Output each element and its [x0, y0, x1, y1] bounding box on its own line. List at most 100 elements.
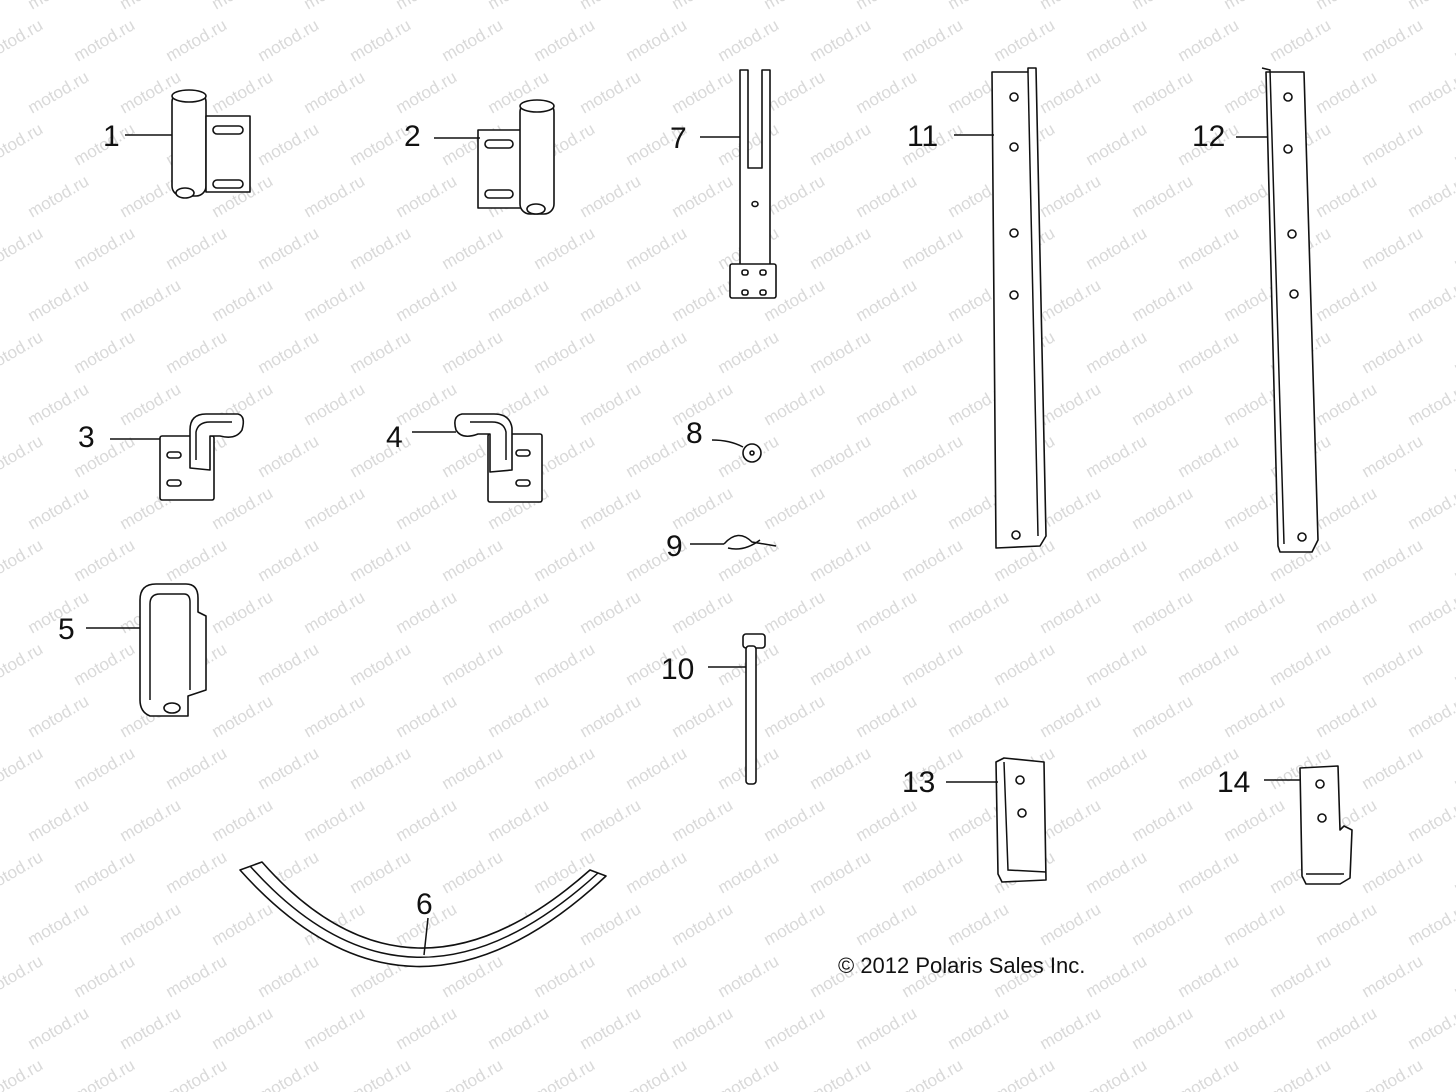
callout-5: 5 — [58, 613, 75, 646]
watermark-text: motod.ru — [1221, 587, 1289, 637]
watermark-text: motod.ru — [347, 223, 415, 273]
watermark-text: motod.ru — [577, 275, 645, 325]
watermark-text: motod.ru — [1313, 691, 1381, 741]
watermark-text: motod.ru — [255, 743, 323, 793]
watermark-text: motod.ru — [577, 0, 645, 13]
watermark-text: motod.ru — [1405, 275, 1456, 325]
watermark-text: motod.ru — [1037, 1003, 1105, 1053]
watermark-text: motod.ru — [301, 483, 369, 533]
watermark-text: motod.ru — [577, 67, 645, 117]
watermark-text: motod.ru — [1175, 431, 1243, 481]
watermark-text: motod.ru — [807, 431, 875, 481]
watermark-text: motod.ru — [1359, 223, 1427, 273]
watermark-text: motod.ru — [209, 899, 277, 949]
watermark-text: motod.ru — [1359, 847, 1427, 897]
watermark-text: motod.ru — [25, 275, 93, 325]
watermark-text: motod.ru — [1313, 899, 1381, 949]
part-5-bracket — [86, 583, 207, 717]
watermark-text: motod.ru — [439, 847, 507, 897]
watermark-text: motod.ru — [209, 1003, 277, 1053]
watermark-text: motod.ru — [899, 327, 967, 377]
watermark-text: motod.ru — [853, 483, 921, 533]
watermark-text: motod.ru — [577, 483, 645, 533]
watermark-text: motod.ru — [761, 1003, 829, 1053]
watermark-text: motod.ru — [71, 223, 139, 273]
watermark-text: motod.ru — [1037, 795, 1105, 845]
watermark-text: motod.ru — [1359, 327, 1427, 377]
callout-6: 6 — [416, 888, 433, 921]
watermark-text: motod.ru — [0, 223, 46, 273]
watermark-text: motod.ru — [623, 223, 691, 273]
watermark-text: motod.ru — [1451, 223, 1456, 273]
watermark-text: motod.ru — [1359, 15, 1427, 65]
watermark-text: motod.ru — [623, 15, 691, 65]
watermark-text: motod.ru — [669, 587, 737, 637]
watermark-text: motod.ru — [1083, 639, 1151, 689]
watermark-text: motod.ru — [25, 1003, 93, 1053]
watermark-text: motod.ru — [1037, 483, 1105, 533]
watermark-text: motod.ru — [669, 691, 737, 741]
watermark-text: motod.ru — [209, 691, 277, 741]
part-8-washer — [711, 439, 762, 463]
watermark-text: motod.ru — [1175, 535, 1243, 585]
watermark-text: motod.ru — [669, 1003, 737, 1053]
watermark-text: motod.ru — [1037, 587, 1105, 637]
watermark-text: motod.ru — [0, 431, 46, 481]
watermark-text: motod.ru — [853, 1003, 921, 1053]
watermark-text: motod.ru — [485, 275, 553, 325]
watermark-text: motod.ru — [531, 15, 599, 65]
watermark-text: motod.ru — [485, 691, 553, 741]
watermark-text: motod.ru — [0, 847, 46, 897]
watermark-text: motod.ru — [1451, 327, 1456, 377]
watermark-text: motod.ru — [25, 795, 93, 845]
watermark-text: motod.ru — [1405, 483, 1456, 533]
watermark-text: motod.ru — [301, 275, 369, 325]
watermark-text: motod.ru — [485, 0, 553, 13]
watermark-text: motod.ru — [1267, 639, 1335, 689]
watermark-text: motod.ru — [1083, 15, 1151, 65]
watermark-text: motod.ru — [899, 535, 967, 585]
watermark-text: motod.ru — [71, 951, 139, 1001]
watermark-text: motod.ru — [899, 431, 967, 481]
watermark-text: motod.ru — [1083, 1055, 1151, 1092]
watermark-text: motod.ru — [255, 639, 323, 689]
watermark-text: motod.ru — [531, 639, 599, 689]
watermark-text: motod.ru — [1175, 15, 1243, 65]
watermark-text: motod.ru — [71, 15, 139, 65]
watermark-text: motod.ru — [347, 847, 415, 897]
watermark-text: motod.ru — [1175, 223, 1243, 273]
watermark-text: motod.ru — [393, 67, 461, 117]
watermark-text: motod.ru — [807, 223, 875, 273]
watermark-text: motod.ru — [71, 327, 139, 377]
watermark-text: motod.ru — [1083, 327, 1151, 377]
watermark-text: motod.ru — [715, 15, 783, 65]
watermark-text: motod.ru — [25, 0, 93, 13]
watermark-text: motod.ru — [71, 535, 139, 585]
callout-11: 11 — [907, 120, 938, 153]
watermark-text: motod.ru — [255, 223, 323, 273]
watermark-text: motod.ru — [807, 327, 875, 377]
watermark-text: motod.ru — [1221, 0, 1289, 13]
watermark-text: motod.ru — [623, 327, 691, 377]
watermark-text: motod.ru — [1221, 795, 1289, 845]
callout-10: 10 — [661, 653, 694, 686]
watermark-text: motod.ru — [301, 795, 369, 845]
watermark-text: motod.ru — [255, 951, 323, 1001]
watermark-text: motod.ru — [209, 483, 277, 533]
watermark-text: motod.ru — [1359, 119, 1427, 169]
watermark-text: motod.ru — [1037, 899, 1105, 949]
watermark-text: motod.ru — [209, 0, 277, 13]
watermark-text: motod.ru — [393, 691, 461, 741]
watermark-text: motod.ru — [1451, 847, 1456, 897]
watermark-text: motod.ru — [1037, 0, 1105, 13]
watermark-text: motod.ru — [531, 743, 599, 793]
watermark-text: motod.ru — [577, 171, 645, 221]
watermark-text: motod.ru — [163, 951, 231, 1001]
watermark-text: motod.ru — [393, 275, 461, 325]
watermark-text: motod.ru — [393, 587, 461, 637]
watermark-text: motod.ru — [1129, 899, 1197, 949]
watermark-text: motod.ru — [991, 1055, 1059, 1092]
watermark-text: motod.ru — [1175, 639, 1243, 689]
watermark-text: motod.ru — [1129, 795, 1197, 845]
watermark-text: motod.ru — [761, 0, 829, 13]
